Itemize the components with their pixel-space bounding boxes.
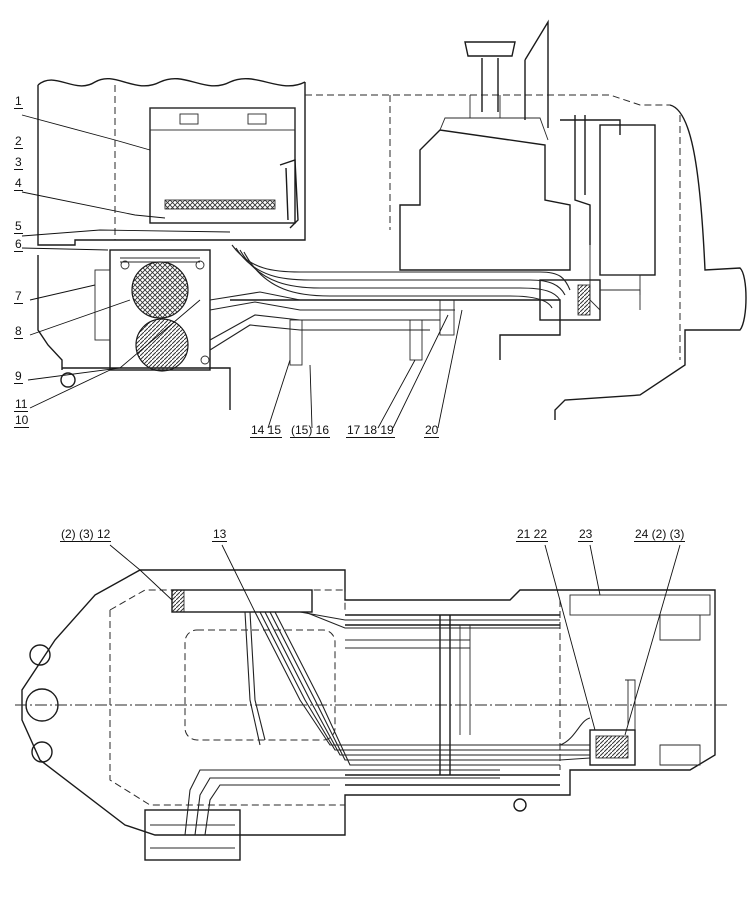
leader-20: [437, 309, 463, 429]
callout-21-22: 21 22: [516, 527, 549, 542]
control-box-pipe: [279, 159, 299, 229]
leader-13: [221, 544, 256, 613]
leader-lines: [21, 114, 681, 736]
control-box-latch-right: [247, 113, 267, 125]
rear-corner-plates: [659, 614, 701, 766]
bracket-14: [289, 319, 303, 366]
callout-10: 10: [14, 413, 30, 428]
control-box-latch-left: [179, 113, 199, 125]
cab-break-line: [37, 77, 306, 87]
callout-4: 4: [14, 176, 23, 191]
rear-deck-plate: [569, 594, 711, 616]
pump-flange: [577, 284, 591, 316]
callout-5: 5: [14, 219, 23, 234]
chassis-front: [37, 255, 63, 370]
callout-23: 23: [578, 527, 594, 542]
exhaust-stack: [481, 58, 499, 112]
leader-8: [29, 299, 131, 336]
exhaust-cap: [464, 41, 516, 57]
leader-5: [21, 229, 231, 237]
inner-dashed-frame: [109, 589, 346, 806]
radiator: [599, 124, 656, 276]
leader-23: [589, 544, 601, 596]
leader-7: [29, 284, 96, 301]
chassis-bottom: [62, 367, 231, 410]
callout-13: 13: [212, 527, 228, 542]
callout-7: 7: [14, 289, 23, 304]
leader-12: [109, 544, 173, 601]
callout-8: 8: [14, 324, 23, 339]
cab-floor: [184, 629, 336, 741]
front-tank: [144, 809, 241, 861]
front-lobe-upper: [29, 644, 51, 666]
callout-2-3-12: (2) (3) 12: [60, 527, 112, 542]
bracket-17: [409, 319, 423, 361]
front-tank-ribs: [150, 824, 235, 849]
control-valve-block: [589, 729, 636, 766]
leader-9: [27, 299, 201, 381]
leader-4: [21, 191, 166, 219]
cab-outline: [37, 82, 306, 246]
front-hook: [60, 372, 76, 388]
leader-6: [21, 247, 109, 251]
callout-3: 3: [14, 155, 23, 170]
callout-11: 11: [14, 397, 29, 412]
tank-bolt-3: [200, 355, 210, 365]
radiator-pipe-upper: [560, 115, 621, 245]
air-intake: [524, 19, 549, 128]
cross-member-2: [459, 625, 471, 735]
hood-rear-curve: [669, 104, 747, 331]
callout-9: 9: [14, 369, 23, 384]
rear-hook: [513, 798, 527, 812]
filter-element-lower: [135, 318, 189, 372]
frame-rail-upper: [345, 614, 560, 626]
frame-inner-upper: [345, 639, 470, 649]
callout-14-15: 14 15: [250, 423, 283, 438]
top-hose-bundle: [184, 611, 591, 836]
leader-17: [377, 359, 416, 429]
callout-2: 2: [14, 134, 23, 149]
leader-1: [21, 114, 151, 151]
rear-body: [554, 329, 705, 420]
control-valve-lever: [625, 679, 636, 730]
leader-11: [29, 369, 111, 409]
top-view: [15, 569, 730, 861]
leader-14: [267, 359, 291, 429]
control-box-top: [149, 107, 296, 131]
control-box-filter: [164, 199, 276, 210]
tank-bolt-1: [120, 260, 130, 270]
front-valve-end: [171, 589, 185, 613]
front-valve-bar: [171, 589, 313, 613]
hood-dashed-outline: [305, 94, 670, 106]
radiator-pipe-lower: [589, 245, 641, 311]
leader-21: [544, 544, 596, 731]
filter-element-upper: [131, 261, 189, 319]
callout-17-18-19: 17 18 19: [346, 423, 395, 438]
leader-16: [309, 364, 313, 429]
tank-bolt-2: [195, 260, 205, 270]
oil-tank-side: [94, 269, 111, 341]
callout-6: 6: [14, 237, 23, 252]
control-valve-body: [595, 735, 629, 759]
callout-15-16: (15) 16: [290, 423, 331, 438]
callout-1: 1: [14, 94, 23, 109]
front-lobe-lower: [31, 741, 53, 763]
callout-24-2-3: 24 (2) (3): [634, 527, 686, 542]
frame-rail-lower: [345, 774, 560, 786]
frame-outline: [21, 569, 716, 836]
cross-member-1: [439, 615, 451, 775]
side-hose-bundle: [209, 244, 571, 351]
callout-20: 20: [424, 423, 440, 438]
leader-19: [392, 314, 449, 429]
leader-24: [624, 544, 681, 736]
tank-top-flange: [120, 257, 200, 263]
engine-head: [439, 95, 549, 141]
engine-block: [399, 129, 571, 271]
pump-outlet: [600, 289, 641, 310]
side-view: [37, 19, 747, 420]
